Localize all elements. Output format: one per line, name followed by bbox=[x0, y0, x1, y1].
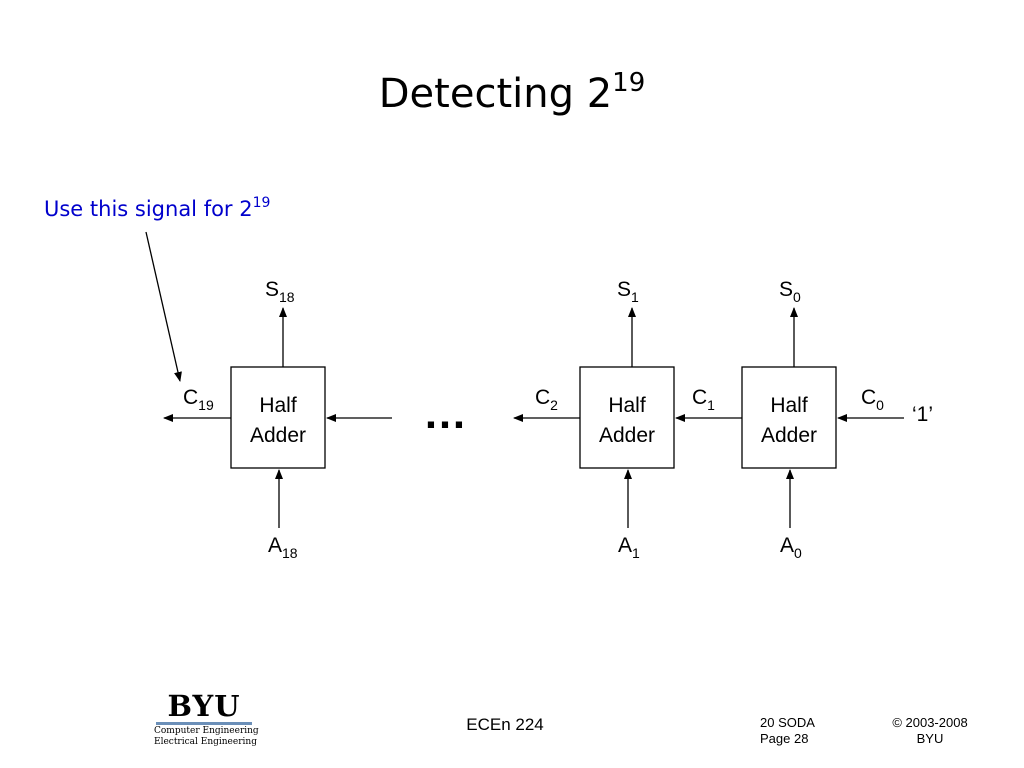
annotation-text: Use this signal for 2 bbox=[44, 197, 253, 221]
sum-label-1: S1 bbox=[617, 278, 639, 305]
half-adder-label-line2: Adder bbox=[250, 424, 306, 447]
logo-line-2: Electrical Engineering bbox=[154, 737, 257, 747]
byu-logo: BYU Computer Engineering Electrical Engi… bbox=[154, 689, 259, 752]
input-label-1: A1 bbox=[618, 534, 640, 561]
footer-copyright: © 2003-2008 BYU bbox=[880, 715, 980, 747]
half-adder-0: Half Adder bbox=[741, 366, 837, 469]
half-adder-label-line1: Half bbox=[608, 394, 646, 417]
half-adder-label-line2: Adder bbox=[599, 424, 655, 447]
input-label-0: A0 bbox=[780, 534, 802, 561]
footer-page-number: Page 28 bbox=[760, 731, 809, 746]
annotation-exponent: 19 bbox=[252, 195, 271, 211]
title-exponent: 19 bbox=[612, 68, 646, 98]
half-adder-box bbox=[579, 366, 675, 469]
footer-copyright-years: © 2003-2008 bbox=[892, 715, 968, 730]
title-base: Detecting 2 bbox=[378, 71, 613, 117]
footer-page-info: 20 SODA Page 28 bbox=[760, 715, 815, 747]
carry-label-2: C2 bbox=[535, 386, 558, 413]
ellipsis: … bbox=[423, 389, 467, 438]
half-adder-label-line1: Half bbox=[259, 394, 297, 417]
carry-label-0: C0 bbox=[861, 386, 884, 413]
sum-label-18: S18 bbox=[265, 278, 295, 305]
annotation-callout: Use this signal for 219 bbox=[44, 194, 270, 224]
slide-title: Detecting 219 bbox=[0, 68, 1024, 120]
logo-wordmark: BYU bbox=[167, 689, 241, 723]
logo-divider bbox=[156, 722, 252, 725]
input-label-18: A18 bbox=[268, 534, 298, 561]
constant-one-label: ‘1’ bbox=[912, 403, 933, 426]
footer-org: BYU bbox=[916, 731, 944, 746]
sum-label-0: S0 bbox=[779, 278, 801, 305]
footer-lecture: 20 SODA bbox=[760, 715, 815, 730]
carry-label-1: C1 bbox=[692, 386, 715, 413]
half-adder-1: Half Adder bbox=[579, 366, 675, 469]
callout-arrow bbox=[145, 231, 182, 382]
half-adder-label-line1: Half bbox=[770, 394, 808, 417]
logo-line-1: Computer Engineering bbox=[154, 726, 259, 736]
half-adder-label-line2: Adder bbox=[761, 424, 817, 447]
half-adder-18: Half Adder bbox=[230, 366, 326, 469]
half-adder-box bbox=[230, 366, 326, 469]
half-adder-box bbox=[741, 366, 837, 469]
footer-course: ECEn 224 bbox=[466, 715, 544, 734]
carry-label-19: C19 bbox=[183, 386, 214, 413]
